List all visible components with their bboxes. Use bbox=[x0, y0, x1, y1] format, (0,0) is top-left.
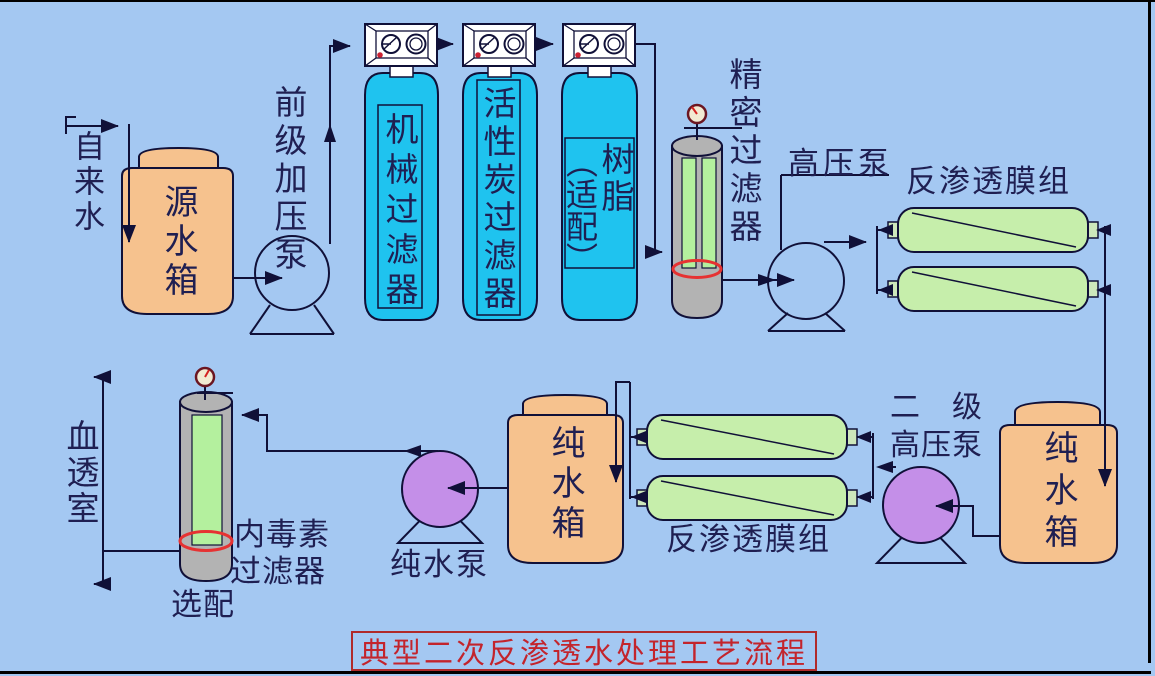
resin-optional-label: （适配） bbox=[561, 146, 599, 274]
valve-head-resin bbox=[562, 23, 636, 78]
top-border-line bbox=[0, 0, 1155, 2]
membrane-nozzle bbox=[846, 428, 858, 446]
resin-tank bbox=[561, 72, 638, 321]
endotoxin-filter-label-line2: 过滤器 bbox=[230, 554, 326, 590]
seal-ring-endotoxin bbox=[178, 530, 234, 552]
high-pressure-pump bbox=[767, 242, 846, 332]
pipe-head3-to-precision-filter bbox=[635, 43, 663, 259]
bottom-border-line bbox=[0, 671, 1151, 674]
secondary-hp-pump-label-line2: 高压泵 bbox=[890, 428, 983, 463]
carbon-filter-label-box bbox=[476, 79, 521, 316]
endotoxin-filter-label-line1: 内毒素 bbox=[234, 517, 330, 553]
mechanical-filter-label-box bbox=[377, 104, 423, 309]
tap-water-label: 自来水 bbox=[68, 130, 104, 235]
pure-water-pump bbox=[395, 450, 485, 544]
secondary-high-pressure-pump bbox=[874, 466, 968, 564]
manifold-ro2-right bbox=[857, 433, 874, 499]
endotoxin-filter bbox=[179, 391, 233, 583]
high-pressure-pump-label: 高压泵 bbox=[788, 146, 893, 182]
ro-membrane-group-top bbox=[887, 207, 1099, 312]
ro-membrane-group-bottom-label: 反渗透膜组 bbox=[666, 522, 831, 558]
precision-filter-cartridge-right bbox=[701, 157, 717, 269]
membrane-nozzle bbox=[846, 489, 858, 507]
diagram-title: 典型二次反渗透水处理工艺流程 bbox=[359, 636, 808, 670]
precision-filter bbox=[671, 135, 723, 320]
pipe-tap-tick bbox=[65, 116, 76, 134]
pure-water-tank-right-label: 纯水箱 bbox=[1038, 430, 1078, 556]
endotoxin-filter-cartridge bbox=[191, 414, 223, 546]
resin-label-box bbox=[564, 137, 635, 269]
manifold-ro2-left bbox=[629, 382, 637, 499]
valve-head-mechanical bbox=[364, 23, 438, 78]
carbon-filter-label: 活性炭过滤器 bbox=[478, 86, 517, 314]
optional-label: 选配 bbox=[171, 587, 235, 623]
mechanical-filter-label: 机械过滤器 bbox=[380, 112, 419, 312]
ro-membrane-group-top-label: 反渗透膜组 bbox=[906, 164, 1071, 200]
pure-water-pump-label: 纯水泵 bbox=[390, 547, 489, 583]
precision-filter-label: 精密过滤器 bbox=[724, 57, 763, 247]
pure-water-tank-right bbox=[999, 400, 1118, 564]
pre-pressure-pump bbox=[249, 235, 335, 335]
pipe-pump3-to-endotoxin bbox=[241, 408, 438, 452]
resin-label: 树脂 bbox=[596, 142, 635, 216]
valve-head-carbon bbox=[462, 23, 536, 78]
manifold-ro1-left bbox=[876, 226, 888, 294]
valve-knob-icon bbox=[405, 33, 427, 55]
membrane-nozzle bbox=[1087, 280, 1099, 298]
pipe-to-dialysis-up bbox=[93, 370, 111, 551]
source-tank-label: 源水箱 bbox=[158, 184, 198, 301]
pre-pressure-pump-label: 前级加压泵 bbox=[269, 85, 308, 275]
ro-membrane-group-bottom bbox=[636, 414, 858, 521]
indicator-dot-icon bbox=[575, 52, 581, 58]
indicator-dot-icon bbox=[377, 52, 383, 58]
precision-filter-cartridge-left bbox=[681, 157, 697, 269]
pure-water-tank-middle-label: 纯水箱 bbox=[545, 425, 585, 545]
diagram-title-box: 典型二次反渗透水处理工艺流程 bbox=[351, 631, 817, 671]
pressure-gauge-precision bbox=[684, 103, 742, 140]
hemodialysis-room-label: 血透室 bbox=[61, 419, 100, 527]
indicator-dot-icon bbox=[475, 52, 481, 58]
secondary-hp-pump-label-line1: 二 级 bbox=[890, 390, 983, 425]
carbon-filter-tank bbox=[462, 72, 538, 321]
pipe-prepump-to-head1 bbox=[329, 39, 351, 244]
flow-arrowheads bbox=[324, 124, 1111, 503]
pipe-into-midtank bbox=[609, 381, 630, 483]
seal-ring-precision bbox=[671, 259, 723, 279]
mechanical-filter-tank bbox=[364, 72, 439, 321]
valve-knob-icon bbox=[603, 33, 625, 55]
pressure-gauge-endotoxin bbox=[194, 366, 233, 400]
pipe-to-dialysis-down bbox=[93, 551, 111, 591]
pure-water-tank-middle bbox=[507, 393, 624, 564]
right-border-line bbox=[1148, 0, 1151, 663]
valve-knob-icon bbox=[503, 33, 525, 55]
pipe-righttank-to-pump2 bbox=[935, 499, 1000, 537]
